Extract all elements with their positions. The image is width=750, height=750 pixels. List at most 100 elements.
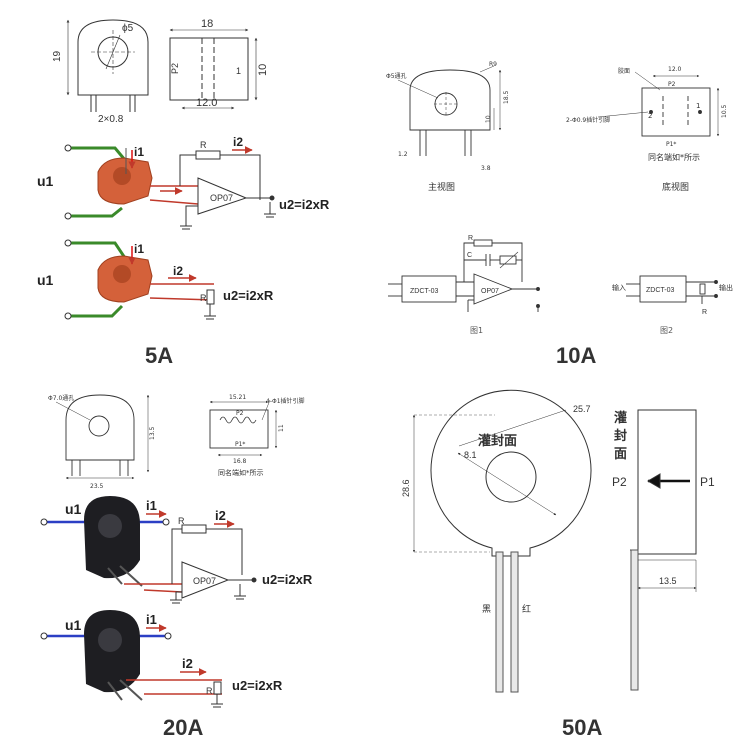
fig2-zdct: ZDCT-03 [646, 287, 675, 294]
caption-10a: 10A [556, 343, 596, 368]
label-r-2: R [200, 293, 207, 303]
formula: u2=i2xR [279, 197, 330, 212]
pin-1: 1 [236, 66, 241, 76]
dim-depth: 10 [257, 64, 269, 76]
fig1-c: C [467, 252, 472, 259]
hole-note: Φ5通孔 [386, 72, 407, 80]
dim-pitch: 12.0 [196, 97, 217, 109]
label-u1: u1 [37, 173, 54, 189]
pin-p1-50a: P1 [700, 475, 715, 489]
pin-1-10a: 1 [696, 102, 700, 110]
label-i1-20a: i1 [146, 498, 157, 513]
label-r-20a: R [178, 516, 185, 526]
circuit-resistor-20a [40, 610, 223, 708]
label-i2-20a-2: i2 [182, 656, 193, 671]
fig1-caption: 图1 [470, 326, 483, 335]
pin-p1-10a: P1* [666, 141, 676, 148]
fig1-r: R [468, 235, 473, 242]
opamp-20a: OP07 [193, 576, 216, 586]
pin-p2-20a: P2 [236, 410, 244, 417]
dim-width: 18 [201, 18, 213, 30]
pin-p2-50a: P2 [612, 475, 627, 489]
potting-side-3: 面 [614, 447, 627, 462]
pin-p2: P2 [170, 63, 180, 74]
bottom-view-20a [209, 399, 278, 457]
label-u1-2: u1 [37, 272, 54, 288]
bottom-view-5a [169, 28, 258, 110]
fig2-input: 输入 [612, 283, 626, 292]
dim-11: 11 [278, 424, 285, 432]
caption-5a: 5A [145, 343, 173, 368]
opamp-label: OP07 [210, 193, 233, 203]
fig1-circuit [388, 239, 540, 312]
panel-5a: 19 ϕ5 2×0.8 18 10 12.0 P2 1 [37, 18, 330, 368]
circuit-opamp-20a [40, 496, 257, 604]
dim-16-8: 16.8 [233, 458, 247, 465]
fig1-opamp: OP07 [481, 288, 499, 295]
label-i2: i2 [233, 135, 243, 149]
label-i2-2: i2 [173, 264, 183, 278]
dim-1-2: 1.2 [398, 151, 408, 158]
panel-10a: Φ5通孔 R9 18.5 10 1.2 3.8 主视图 胶面 12.0 P2 P… [386, 61, 733, 368]
front-view-20a [55, 394, 150, 480]
dim-10: 10 [485, 115, 492, 123]
label-i2-20a: i2 [215, 508, 226, 523]
front-view-50a [412, 389, 592, 693]
dim-13-5-20a: 13.5 [149, 426, 156, 440]
dim-28-6: 28.6 [401, 479, 411, 497]
bottom-title: 底视图 [662, 181, 689, 193]
same-name-note-20a: 同名端如*所示 [218, 468, 264, 477]
fig2-caption: 图2 [660, 326, 673, 335]
label-r: R [200, 140, 207, 150]
potting-side-1: 灌 [614, 410, 627, 426]
label-i1: i1 [134, 145, 144, 159]
dim-12: 12.0 [668, 66, 682, 73]
caption-20a: 20A [163, 715, 203, 740]
formula-2: u2=i2xR [223, 288, 274, 303]
glue-note: 胶面 [618, 67, 630, 75]
fig2-output: 输出 [719, 283, 733, 292]
dim-13-5-50a: 13.5 [659, 576, 677, 586]
fig2-r: R [702, 309, 707, 316]
dim-hole: ϕ5 [122, 23, 134, 34]
panel-20a: Φ7.0通孔 23.5 13.5 15.21 4-Φ1插针引脚 P2 P1* 1… [40, 394, 313, 740]
front-view-5a [66, 19, 149, 112]
pin-p1-20a: P1* [235, 441, 245, 448]
panel-50a: 25.7 8.1 28.6 灌封面 黑 红 灌 封 面 P2 P1 13.5 5… [401, 389, 715, 740]
wire-red: 红 [522, 603, 531, 615]
r-note: R9 [489, 61, 497, 68]
same-name-note: 同名端如*所示 [648, 152, 700, 162]
dim-pins: 2×0.8 [98, 114, 124, 125]
formula-20a: u2=i2xR [262, 572, 313, 587]
label-i1-2: i1 [134, 242, 144, 256]
dim-10-5: 10.5 [721, 104, 728, 118]
dim-8-1: 8.1 [464, 450, 477, 460]
fig1-zdct: ZDCT-03 [410, 288, 439, 295]
label-u1-20a-2: u1 [65, 617, 82, 633]
formula-20a-2: u2=i2xR [232, 678, 283, 693]
pin-p2-10a: P2 [668, 81, 676, 88]
pin-note-10a: 2-Φ0.9插针引脚 [566, 116, 610, 124]
dim-18-5: 18.5 [503, 90, 510, 104]
front-title: 主视图 [428, 181, 455, 193]
circuit-opamp-5a [64, 144, 276, 230]
label-r-20a-2: R [206, 686, 213, 696]
wire-black: 黑 [482, 604, 491, 615]
side-view-50a [630, 409, 697, 691]
dim-25-7: 25.7 [573, 404, 591, 414]
pin-2-10a: 2 [648, 112, 652, 120]
front-view-10a [397, 65, 502, 156]
dim-23-5: 23.5 [90, 483, 104, 490]
label-u1-20a: u1 [65, 501, 82, 517]
pin-note-20a: 4-Φ1插针引脚 [266, 397, 305, 405]
bottom-view-10a [597, 71, 720, 137]
label-i1-20a-2: i1 [146, 612, 157, 627]
dim-15-21: 15.21 [229, 394, 246, 401]
caption-50a: 50A [562, 715, 602, 740]
dim-3-8: 3.8 [481, 165, 491, 172]
potting-side-2: 封 [614, 428, 627, 444]
hole-note-20a: Φ7.0通孔 [48, 394, 74, 402]
dim-height: 19 [52, 50, 63, 62]
potting-label: 灌封面 [478, 433, 517, 449]
